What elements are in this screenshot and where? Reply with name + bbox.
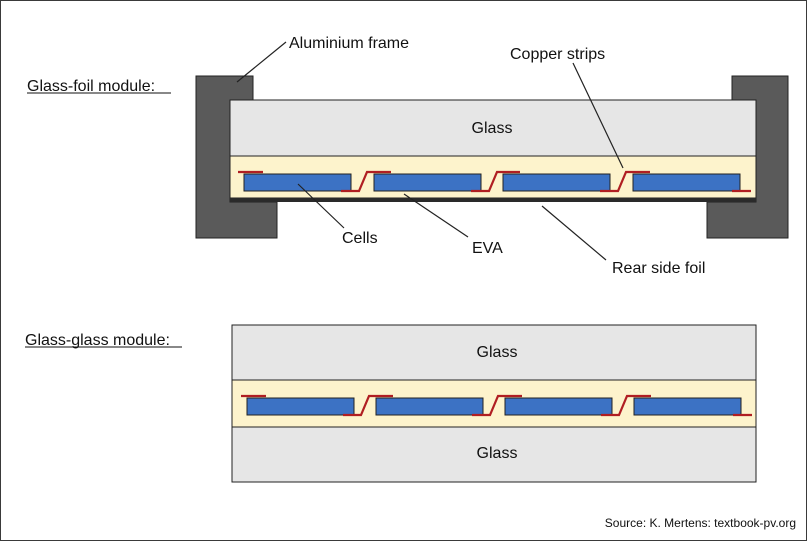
glass-top-label: Glass (477, 344, 518, 361)
glass-layer-top (231, 324, 757, 381)
copper-strips (241, 394, 752, 417)
copper-strip (600, 170, 650, 193)
solar-cell (504, 397, 613, 416)
copper-strip (341, 170, 391, 193)
glass-layer (229, 99, 757, 157)
glass-layer-bottom (231, 426, 757, 483)
rear-side-foil (230, 198, 756, 202)
cells-label: Cells (342, 230, 378, 247)
leader-line-frame (236, 41, 287, 83)
aluminium-frame-label: Aluminium frame (289, 35, 409, 52)
copper-strips (238, 170, 751, 193)
leader-line-eva (403, 193, 469, 238)
rear-side-foil-label: Rear side foil (612, 260, 705, 277)
glass-label: Glass (472, 120, 513, 137)
leader-line-rear-foil (541, 205, 607, 261)
solar-cell (633, 397, 742, 416)
source-credit: Source: K. Mertens: textbook-pv.org (605, 516, 796, 530)
glass-bottom-label: Glass (477, 445, 518, 462)
solar-cell (246, 397, 355, 416)
solar-cell (373, 173, 482, 192)
solar-cell (375, 397, 484, 416)
leader-line-cells (297, 183, 345, 229)
copper-strip (343, 394, 393, 417)
copper-strip (601, 394, 651, 417)
leader-line-copper (572, 62, 624, 169)
copper-strips-label: Copper strips (510, 46, 605, 63)
solar-cell (502, 173, 611, 192)
solar-cell (632, 173, 741, 192)
glass-foil-module: Glass-foil module: Aluminium frame Coppe… (27, 35, 789, 277)
solar-cell (243, 173, 352, 192)
glass-foil-title: Glass-foil module: (27, 78, 155, 95)
copper-strip (471, 170, 520, 193)
copper-strip (472, 394, 522, 417)
glass-glass-module: Glass-glass module: Glass Glass (25, 324, 757, 483)
glass-glass-title: Glass-glass module: (25, 332, 170, 349)
eva-label: EVA (472, 240, 503, 257)
